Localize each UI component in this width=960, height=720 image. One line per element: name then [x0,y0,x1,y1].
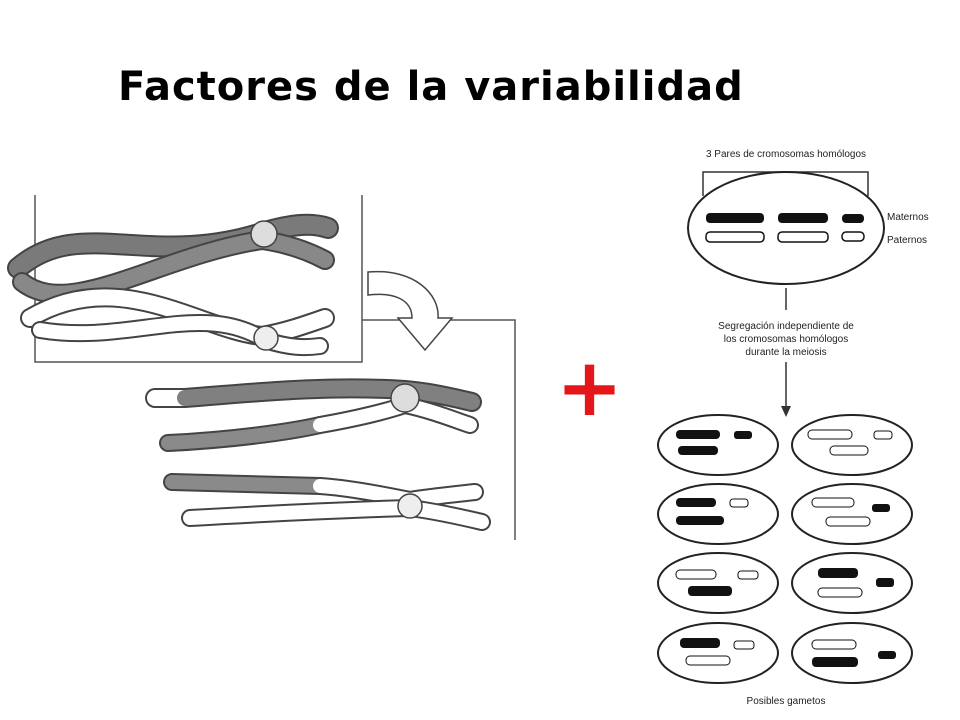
gamete-cell [791,414,913,476]
caption-line-2: los cromosomas homólogos [724,334,849,345]
page-title: Factores de la variabilidad [118,64,744,110]
gamete-cells [657,414,913,684]
paternal-chromosomes [705,231,865,243]
curved-arrow-icon [367,270,454,352]
homologous-pair-after [145,378,491,531]
parent-cell [687,171,885,285]
gamete-cell [657,552,779,614]
gamete-cell [791,483,913,545]
crossing-over-diagram [7,195,516,540]
homologous-pair-before [7,213,339,357]
segregation-header: 3 Pares de cromosomas homólogos [706,149,866,160]
gamete-cell [657,483,779,545]
caption-line-1: Segregación independiente de [718,321,854,332]
gamete-cell [791,552,913,614]
gamete-cell [791,622,913,684]
gamete-cell [657,622,779,684]
segregation-diagram: 3 Pares de cromosomas homólogos Maternos… [657,149,929,707]
gamete-cell [657,414,779,476]
caption-line-3: durante la meiosis [745,347,826,358]
paternal-label: Paternos [887,235,927,246]
maternal-chromosomes [706,213,864,223]
plus-sign: + [556,341,624,434]
possible-gametes-label: Posibles gametos [747,696,826,707]
maternal-label: Maternos [887,212,929,223]
